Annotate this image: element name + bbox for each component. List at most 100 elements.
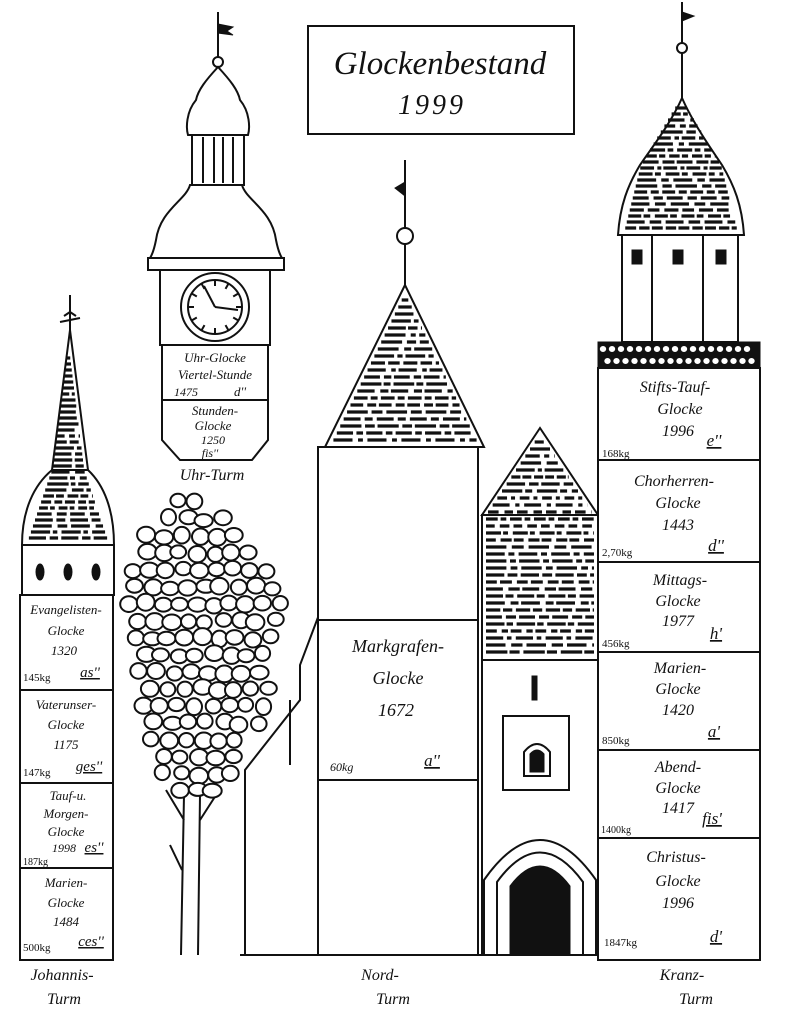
- crown-band-cell: [689, 346, 697, 352]
- tree-leaf: [261, 628, 280, 645]
- tower-label-nord: Turm: [376, 991, 410, 1008]
- tree-leaf: [238, 544, 258, 561]
- bell-note: d'': [234, 384, 246, 399]
- clock-tick: [224, 283, 230, 290]
- johannis-bell-column: [19, 594, 114, 961]
- tower-label-kranz: Turm: [679, 991, 713, 1008]
- tree-leaf: [204, 644, 225, 662]
- tree-leaf: [187, 596, 208, 613]
- weather-flag-icon: [217, 23, 235, 36]
- crown-band-cell: [671, 346, 679, 352]
- tree-leaf: [174, 560, 193, 577]
- bell-weight: 456kg: [602, 638, 630, 650]
- bell-name: Morgen-: [42, 806, 88, 821]
- tree-leaf: [153, 529, 175, 546]
- weather-vane-icon: [59, 310, 81, 323]
- crown-band-cell: [739, 358, 746, 364]
- tree-leaf: [143, 712, 164, 731]
- tree-leaf: [167, 696, 186, 713]
- door-opening: [509, 865, 571, 956]
- tree-leaf: [180, 613, 198, 630]
- tree-leaf: [223, 559, 243, 577]
- tree-leaf: [263, 581, 282, 597]
- bell-name: Viertel-Stunde: [178, 367, 252, 382]
- tree-leaf: [155, 748, 173, 765]
- tree-leaf: [139, 679, 160, 698]
- bell-weight: 1400kg: [601, 825, 631, 836]
- clock-hour-hand: [203, 285, 216, 308]
- side-building: [244, 611, 321, 955]
- tree-leaf: [174, 628, 195, 647]
- bell-year: 1475: [174, 385, 198, 399]
- bell-name: Evangelisten-: [29, 602, 101, 617]
- tree-trunk: [165, 789, 219, 956]
- bell-year: 1996: [662, 423, 694, 440]
- tree-leaf: [228, 715, 249, 734]
- bell-weight: 187kg: [23, 857, 48, 868]
- tree-leaf: [253, 644, 272, 662]
- tree-leaf: [172, 525, 191, 545]
- johannis-roof-shingles: [28, 356, 108, 540]
- tree-leaf: [205, 749, 226, 767]
- tree-leaf: [136, 525, 157, 544]
- tower-label-johannis: Turm: [47, 991, 81, 1008]
- tree-leaf: [259, 680, 278, 696]
- tree-leaf: [219, 594, 239, 612]
- door-arch-middle: [496, 851, 584, 955]
- bell-year: 1672: [378, 700, 414, 720]
- tree-leaf: [230, 664, 252, 683]
- nord-roof-shingles: [333, 298, 477, 442]
- tree-leaf: [214, 664, 235, 684]
- tree-leaf: [155, 561, 175, 580]
- crown-band-cell: [617, 346, 625, 352]
- title: Glockenbestand: [334, 46, 547, 82]
- tree-leaf: [189, 748, 210, 767]
- pyramid-roof: [323, 282, 486, 448]
- crown-band-cell: [730, 358, 737, 364]
- tree-leaf: [153, 763, 171, 782]
- bell-note: ges'': [76, 759, 103, 775]
- tree-leaf: [201, 782, 223, 799]
- window-frame: [502, 715, 570, 791]
- bell-name: Glocke: [195, 418, 232, 433]
- crown-band-cell: [698, 346, 706, 352]
- tree-leaf: [236, 648, 256, 664]
- tree-leaf: [146, 662, 166, 680]
- crown-band-cell: [599, 346, 607, 352]
- bell-name: Uhr-Glocke: [184, 350, 246, 365]
- tree-leaf: [170, 781, 190, 799]
- tree-leaf: [249, 715, 268, 733]
- tree-leaf: [156, 630, 177, 647]
- bell-year: 1420: [662, 702, 694, 719]
- tree-leaf: [184, 647, 204, 664]
- crown-band-cell: [748, 358, 755, 364]
- tree-leaf: [193, 513, 214, 529]
- bell-note: as'': [80, 665, 101, 681]
- crown-band-cell: [707, 346, 715, 352]
- spire-ball: [676, 42, 688, 54]
- kranz-bell-column: [597, 367, 761, 961]
- kranz-roof-shingles: [625, 106, 737, 230]
- bell-name: Vaterunser-: [36, 697, 96, 712]
- tree-leaf: [159, 731, 180, 750]
- crown-band-cell: [721, 358, 728, 364]
- window: [63, 563, 73, 581]
- tree-leaf: [241, 680, 260, 697]
- clock-tick: [232, 316, 239, 322]
- crown-band-cell: [653, 346, 661, 352]
- tree-leaf: [177, 732, 195, 749]
- bell-note: d'': [708, 536, 724, 555]
- tree-leaf: [207, 527, 228, 547]
- tree-leaf: [191, 527, 210, 546]
- tree-leaf: [252, 594, 272, 612]
- tree-leaf: [192, 627, 213, 647]
- bell-name: Chorherren-: [634, 473, 714, 490]
- bell-name: Stifts-Tauf-: [640, 379, 711, 396]
- tree-leaf: [204, 697, 223, 715]
- bell-year: 1320: [51, 643, 78, 658]
- bell-name: Glocke: [655, 681, 700, 698]
- tree-leaf: [223, 527, 244, 544]
- tree-leaf: [169, 492, 187, 509]
- tree-leaf: [173, 765, 191, 781]
- tree-leaf: [176, 680, 194, 698]
